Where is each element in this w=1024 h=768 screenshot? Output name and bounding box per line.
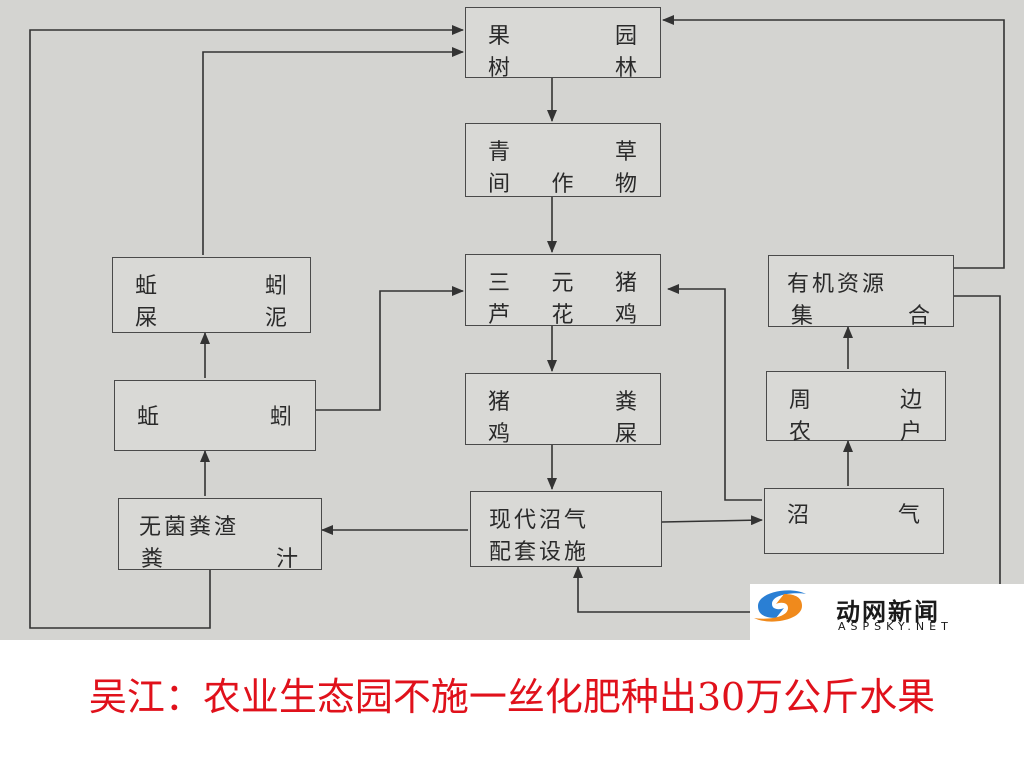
node-farmers-line2: 农 户 <box>767 414 945 446</box>
node-char: 粪 <box>141 547 165 572</box>
node-char: 蚯 <box>137 405 161 430</box>
node-char: 青 <box>488 140 512 165</box>
node-organic-line2: 集 合 <box>769 298 953 330</box>
node-char: 沼 <box>787 503 811 528</box>
edge-facility-biogas <box>661 515 763 526</box>
edge-biogas-livestock <box>667 284 762 501</box>
node-earthworm-line1: 蚯 蚓 <box>115 399 315 431</box>
edge-organic-orchard <box>662 15 1005 269</box>
node-livestock-line2: 芦 花 鸡 <box>466 297 660 329</box>
node-earthworm: 蚯 蚓 <box>114 380 316 451</box>
node-biogas-facility-line1: 现代沼气 <box>489 508 590 533</box>
node-worm-cast: 蚯 蚓 屎 泥 <box>112 257 311 333</box>
node-char: 合 <box>907 304 931 329</box>
node-manure-line2: 鸡 屎 <box>466 416 660 448</box>
edge-residue-orchard <box>29 25 464 629</box>
node-char: 泥 <box>264 306 288 331</box>
logo-swoosh-icon <box>754 590 806 622</box>
node-biogas-line1: 沼 气 <box>765 497 943 529</box>
node-residue-line2: 粪 汁 <box>119 541 321 573</box>
node-farmers-line1: 周 边 <box>767 382 945 414</box>
node-char: 作 <box>551 172 575 197</box>
node-grass-line1: 青 草 <box>466 134 660 166</box>
node-char: 林 <box>614 56 638 81</box>
node-worm-cast-line1: 蚯 蚓 <box>113 268 310 300</box>
node-char: 户 <box>899 420 923 445</box>
node-organic-line1: 有机资源 <box>787 272 888 297</box>
node-orchard: 果 园 树 林 <box>465 7 661 81</box>
node-char: 花 <box>551 303 575 328</box>
node-char: 三 <box>488 271 512 296</box>
node-biogas-facility: 现代沼气 配套设施 <box>470 491 662 567</box>
caption-headline: 吴江：农业生态园不施一丝化肥种出30万公斤水果 <box>88 675 936 719</box>
node-char: 芦 <box>488 303 512 328</box>
node-char: 鸡 <box>614 303 638 328</box>
node-grass: 青 草 间 作 物 <box>465 123 661 197</box>
node-manure: 猪 粪 鸡 屎 <box>465 373 661 448</box>
node-char: 园 <box>614 24 638 49</box>
node-char: 猪 <box>488 390 512 415</box>
node-orchard-line1: 果 园 <box>466 18 660 50</box>
node-char: 农 <box>789 420 813 445</box>
node-livestock: 三 元 猪 芦 花 鸡 <box>465 254 661 329</box>
edge-earthworm-livestock <box>316 286 464 411</box>
node-char: 粪 <box>614 390 638 415</box>
node-grass-line2: 间 作 物 <box>466 166 660 198</box>
node-char: 物 <box>614 172 638 197</box>
node-char: 蚓 <box>264 274 288 299</box>
node-char: 树 <box>488 56 512 81</box>
node-char: 鸡 <box>488 422 512 447</box>
node-char: 间 <box>488 172 512 197</box>
node-biogas-facility-line2: 配套设施 <box>489 540 590 565</box>
logo-name-en: ASPSKY.NET <box>838 620 953 633</box>
node-char: 集 <box>791 304 815 329</box>
node-worm-cast-line2: 屎 泥 <box>113 300 310 332</box>
logo-name-cn: 动网新闻 <box>836 598 940 626</box>
node-char: 屎 <box>135 306 159 331</box>
node-manure-line1: 猪 粪 <box>466 384 660 416</box>
node-char: 草 <box>614 140 638 165</box>
node-residue: 无菌粪渣 粪 汁 <box>118 498 322 573</box>
node-orchard-line2: 树 林 <box>466 50 660 82</box>
node-char: 蚯 <box>135 274 159 299</box>
node-livestock-line1: 三 元 猪 <box>466 265 660 297</box>
node-char: 周 <box>789 388 813 413</box>
node-char: 屎 <box>614 422 638 447</box>
edge-wormcast-orchard <box>202 47 464 255</box>
node-char: 果 <box>488 24 512 49</box>
node-organic: 有机资源 集 合 <box>768 255 954 330</box>
node-char: 猪 <box>614 271 638 296</box>
diagram-photo: 果 园 树 林 青 草 间 作 物 三 元 猪 芦 花 鸡 <box>0 0 1024 640</box>
node-char: 边 <box>899 388 923 413</box>
node-farmers: 周 边 农 户 <box>766 371 946 445</box>
node-char: 元 <box>551 271 575 296</box>
node-char: 汁 <box>275 547 299 572</box>
node-char: 气 <box>897 503 921 528</box>
node-char: 蚓 <box>269 405 293 430</box>
aspsky-logo: 动网新闻 ASPSKY.NET <box>750 584 1024 640</box>
node-biogas: 沼 气 <box>764 488 944 554</box>
node-residue-line1: 无菌粪渣 <box>139 515 240 540</box>
